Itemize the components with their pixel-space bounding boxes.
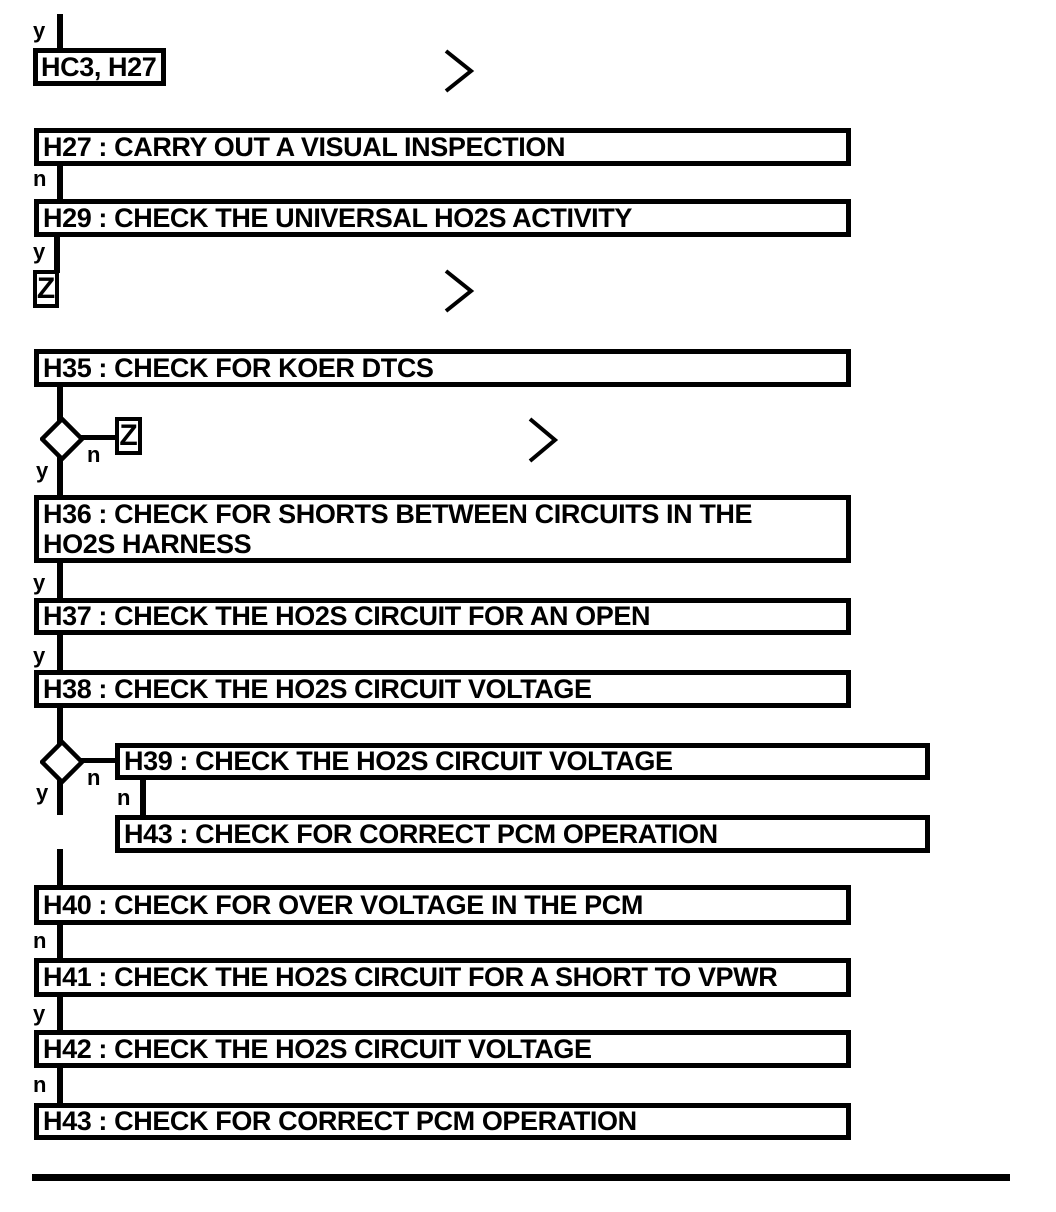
step-box-h35[interactable]: H35 : CHECK FOR KOER DTCS: [34, 349, 851, 387]
step-box-h43-final[interactable]: H43 : CHECK FOR CORRECT PCM OPERATION: [34, 1103, 851, 1140]
continue-chevron-icon: [444, 269, 475, 313]
entry-box-label: HC3, H27: [41, 51, 157, 82]
step-label: H35 : CHECK FOR KOER DTCS: [43, 352, 434, 383]
flow-line-vertical: [140, 780, 146, 817]
decision-diamond-icon: [40, 417, 84, 461]
branch-label-no: n: [87, 765, 101, 790]
connector-z[interactable]: Z: [33, 270, 59, 308]
flow-line-vertical: [57, 457, 63, 497]
branch-label-yes: y: [33, 570, 46, 595]
step-box-h43-branch[interactable]: H43 : CHECK FOR CORRECT PCM OPERATION: [115, 815, 930, 853]
step-label: H43 : CHECK FOR CORRECT PCM OPERATION: [43, 1106, 637, 1136]
flow-line-vertical: [57, 780, 63, 815]
step-label: H43 : CHECK FOR CORRECT PCM OPERATION: [124, 818, 718, 849]
step-box-h37[interactable]: H37 : CHECK THE HO2S CIRCUIT FOR AN OPEN: [34, 598, 851, 635]
step-box-h36[interactable]: H36 : CHECK FOR SHORTS BETWEEN CIRCUITS …: [34, 495, 851, 563]
step-label: H27 : CARRY OUT A VISUAL INSPECTION: [43, 131, 566, 162]
flow-line-horizontal: [80, 758, 116, 763]
branch-label-no: n: [33, 1072, 47, 1097]
connector-z[interactable]: Z: [115, 417, 142, 455]
flow-line-vertical: [57, 387, 63, 423]
step-label: H38 : CHECK THE HO2S CIRCUIT VOLTAGE: [43, 673, 592, 704]
flow-line-vertical: [57, 563, 63, 600]
step-box-h41[interactable]: H41 : CHECK THE HO2S CIRCUIT FOR A SHORT…: [34, 958, 851, 997]
branch-label-no: n: [33, 928, 47, 953]
step-label-line1: H36 : CHECK FOR SHORTS BETWEEN CIRCUITS …: [43, 498, 753, 529]
flow-line-vertical: [57, 997, 63, 1032]
branch-label-yes: y: [36, 780, 49, 805]
branch-label-no: n: [87, 442, 101, 467]
continue-chevron-icon: [444, 49, 475, 93]
step-box-h42[interactable]: H42 : CHECK THE HO2S CIRCUIT VOLTAGE: [34, 1030, 851, 1068]
step-label-line2: HO2S HARNESS: [43, 529, 252, 559]
step-box-h38[interactable]: H38 : CHECK THE HO2S CIRCUIT VOLTAGE: [34, 670, 851, 708]
step-label: H29 : CHECK THE UNIVERSAL HO2S ACTIVITY: [43, 202, 632, 233]
step-box-h40[interactable]: H40 : CHECK FOR OVER VOLTAGE IN THE PCM: [34, 885, 851, 925]
branch-label-yes: y: [33, 1001, 46, 1026]
flow-line-horizontal: [80, 435, 116, 440]
flow-line-vertical: [57, 635, 63, 672]
flow-line-vertical: [57, 925, 63, 960]
entry-box-hc3-h27[interactable]: HC3, H27: [33, 48, 166, 86]
step-label: H37 : CHECK THE HO2S CIRCUIT FOR AN OPEN: [43, 601, 651, 631]
branch-label-yes: y: [36, 458, 49, 483]
step-box-h27[interactable]: H27 : CARRY OUT A VISUAL INSPECTION: [34, 128, 851, 166]
step-box-h29[interactable]: H29 : CHECK THE UNIVERSAL HO2S ACTIVITY: [34, 199, 851, 237]
step-label: H40 : CHECK FOR OVER VOLTAGE IN THE PCM: [43, 889, 643, 920]
flow-line-vertical: [54, 237, 60, 273]
flow-line-vertical: [57, 14, 63, 52]
step-box-h39[interactable]: H39 : CHECK THE HO2S CIRCUIT VOLTAGE: [115, 743, 930, 780]
connector-z-label: Z: [36, 272, 56, 305]
step-label: H39 : CHECK THE HO2S CIRCUIT VOLTAGE: [124, 746, 673, 776]
continue-chevron-icon: [528, 417, 559, 463]
flow-line-vertical: [57, 849, 63, 887]
branch-label-yes: y: [33, 643, 46, 668]
branch-label-yes: y: [33, 239, 46, 264]
branch-label-no: n: [117, 785, 131, 810]
flow-line-vertical: [57, 165, 63, 201]
branch-label-no: n: [33, 166, 47, 191]
decision-diamond-icon: [40, 740, 84, 784]
branch-label-yes: y: [33, 18, 46, 43]
flow-line-vertical: [57, 1068, 63, 1105]
bottom-divider: [32, 1174, 1010, 1181]
flow-line-vertical: [57, 708, 63, 746]
step-label: H42 : CHECK THE HO2S CIRCUIT VOLTAGE: [43, 1033, 592, 1064]
connector-z-label: Z: [119, 419, 138, 452]
step-label: H41 : CHECK THE HO2S CIRCUIT FOR A SHORT…: [43, 962, 778, 992]
